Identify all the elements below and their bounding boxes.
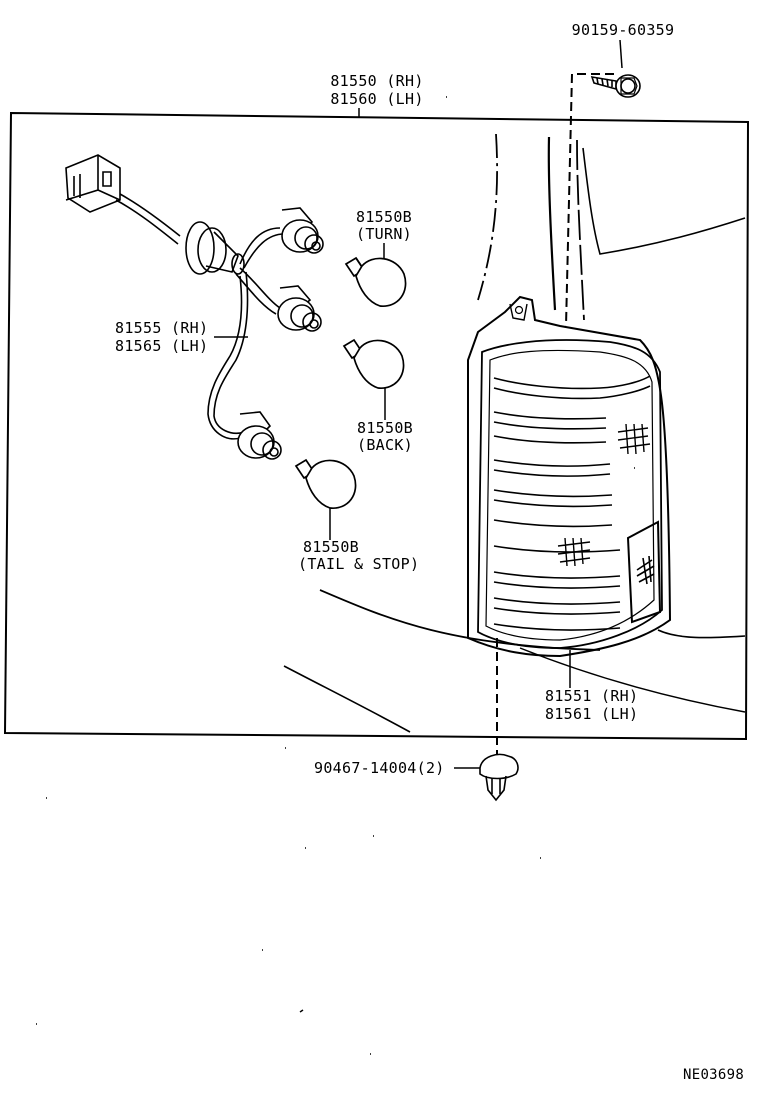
label-bulb-back-part: 81550B bbox=[357, 419, 413, 437]
label-bulb-tail-part: 81550B bbox=[303, 538, 359, 556]
label-bulb-tail-desc: (TAIL & STOP) bbox=[298, 555, 420, 573]
label-socket-rh: 81555 (RH) bbox=[115, 319, 209, 337]
screw-part bbox=[592, 75, 640, 97]
socket-lower bbox=[238, 412, 281, 459]
dashed-screw-line bbox=[566, 74, 614, 326]
wire-harness bbox=[116, 194, 284, 439]
lens-ribs bbox=[494, 376, 650, 630]
lens-assembly bbox=[468, 297, 670, 656]
clip-part bbox=[480, 755, 518, 801]
assembly-frame bbox=[5, 113, 748, 739]
bulb-back bbox=[344, 340, 404, 388]
label-lamp-assy-rh: 81550 (RH) bbox=[330, 72, 424, 90]
label-clip: 90467-14004(2) bbox=[314, 759, 445, 777]
bulb-turn bbox=[346, 258, 406, 306]
label-bulb-turn-desc: (TURN) bbox=[356, 225, 412, 243]
socket-upper bbox=[282, 208, 323, 253]
reflector-panel bbox=[628, 522, 660, 622]
diagram-code: NE03698 bbox=[683, 1067, 745, 1083]
label-lens-lh: 81561 (LH) bbox=[545, 705, 639, 723]
speckles bbox=[36, 97, 635, 1054]
label-screw: 90159-60359 bbox=[571, 21, 675, 39]
label-socket-lh: 81565 (LH) bbox=[115, 337, 209, 355]
label-lens-rh: 81551 (RH) bbox=[545, 687, 639, 705]
label-bulb-back-desc: (BACK) bbox=[357, 436, 413, 454]
socket-middle bbox=[278, 286, 321, 331]
label-lamp-assy-lh: 81560 (LH) bbox=[330, 90, 424, 108]
leader-screw bbox=[620, 40, 622, 68]
label-bulb-turn-part: 81550B bbox=[356, 208, 412, 226]
socket-base bbox=[186, 222, 244, 274]
bulb-tail bbox=[296, 460, 356, 508]
connector bbox=[66, 155, 120, 212]
lens-hatch bbox=[558, 424, 650, 566]
